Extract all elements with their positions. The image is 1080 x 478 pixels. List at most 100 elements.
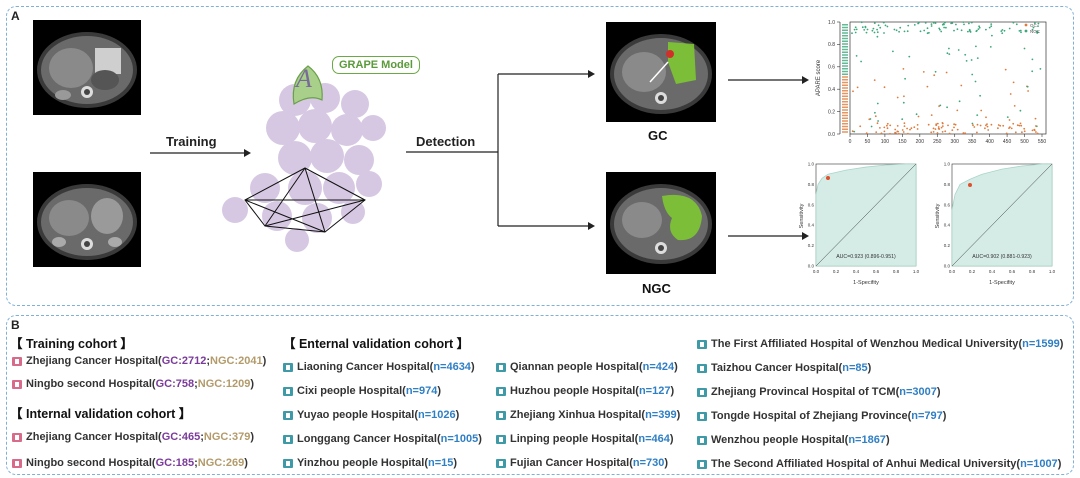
scatter-point-ngc	[1023, 47, 1026, 50]
scatter-point-ngc	[917, 22, 919, 25]
hospital-count: n=1599	[1022, 338, 1060, 350]
scatter-point-ngc	[1019, 109, 1022, 112]
roc-xtick: 0.2	[969, 269, 976, 274]
hospital-icon	[697, 435, 707, 445]
scatter-point-gc	[941, 131, 944, 133]
roc-ytick: 0.6	[944, 202, 951, 207]
scatter-xtick: 550	[1038, 139, 1047, 145]
hospital-count: )	[674, 361, 678, 373]
hospital-row: Fujian Cancer Hospital (n=730)	[496, 457, 668, 469]
hospital-count: (	[429, 361, 434, 373]
scatter-point-gc	[941, 122, 944, 125]
scatter-point-gc	[1009, 126, 1011, 129]
hospital-row: Yinzhou people Hospital (n=15)	[283, 457, 457, 469]
scatter-point-ngc	[975, 30, 978, 33]
scatter-point-ngc	[915, 113, 918, 116]
scatter-point-gc	[896, 125, 899, 127]
scatter-point-ngc	[1031, 28, 1034, 31]
scatter-point-gc	[897, 130, 899, 133]
hospital-count: n=4634	[433, 361, 471, 373]
scatter-point-ngc	[964, 53, 967, 56]
scatter-point-ngc	[957, 49, 960, 51]
scatter-point-ngc	[895, 29, 898, 32]
rug-mark	[842, 90, 848, 92]
scatter-point-gc	[986, 125, 989, 128]
hospital-count: n=1867	[848, 434, 886, 446]
scatter-point-ngc	[1001, 32, 1004, 35]
scatter-point-ngc	[854, 26, 857, 29]
hospital-row: The Second Affiliated Hospital of Anhui …	[697, 458, 1061, 470]
scatter-point-ngc	[945, 26, 947, 29]
roc-chart-left: 0.00.00.20.20.40.40.60.60.80.81.01.0 AUC…	[799, 162, 920, 287]
hospital-count: )	[942, 410, 947, 422]
panel-a	[6, 6, 1074, 306]
hospital-name: Taizhou Cancer Hospital	[711, 362, 839, 374]
scatter-point-gc	[947, 124, 949, 127]
scatter-point-gc	[852, 90, 854, 93]
scatter-point-ngc	[877, 24, 880, 27]
grape-model-label: GRAPE Model	[332, 56, 420, 74]
gc-label: GC	[648, 128, 668, 143]
scatter-point-ngc	[873, 22, 876, 24]
roc-xtick: 0.0	[949, 269, 956, 274]
scatter-point-gc	[889, 124, 892, 127]
scatter-point-gc	[886, 127, 889, 130]
hospital-count: (	[424, 457, 428, 469]
roc-xtick: 0.4	[853, 269, 860, 274]
scatter-point-ngc	[974, 80, 977, 83]
scatter-point-ngc	[873, 31, 876, 34]
rug-mark	[842, 81, 848, 84]
ct-image-training-top	[33, 20, 141, 115]
hospital-row: Ningbo second Hospital (GC:758; NGC:1209…	[12, 378, 254, 390]
hospital-count: GC:185	[155, 457, 195, 469]
hospital-count: )	[676, 409, 681, 421]
hospital-name: Zhejiang Cancer Hospital	[26, 431, 159, 443]
scatter-point-ngc	[898, 30, 900, 33]
scatter-point-gc	[997, 124, 1000, 126]
hospital-row: Longgang Cancer Hospital (n=1005)	[283, 433, 482, 445]
scatter-ytick: 0.4	[828, 87, 835, 93]
scatter-point-gc	[873, 79, 876, 81]
scatter-ytick: 0.6	[828, 65, 835, 71]
rug-mark	[842, 62, 848, 64]
scatter-rug-strip	[842, 24, 848, 133]
scatter-point-ngc	[855, 28, 858, 31]
scatter-point-ngc	[903, 30, 906, 33]
scatter-point-gc	[937, 126, 940, 128]
scatter-point-ngc	[940, 30, 943, 33]
scatter-point-gc	[894, 128, 897, 131]
scatter-point-gc	[907, 132, 909, 135]
scatter-point-ngc	[860, 60, 862, 63]
scatter-point-gc	[1010, 127, 1013, 130]
hospital-count: (	[158, 431, 162, 443]
rug-mark	[842, 29, 848, 31]
hospital-row: Wenzhou people Hospital (n=1867)	[697, 434, 890, 446]
scatter-point-gc	[886, 122, 889, 125]
training-cohort-title: 【 Training cohort 】	[10, 337, 133, 351]
rug-mark	[842, 40, 848, 42]
scatter-ytick: 0.0	[828, 132, 835, 138]
roc-ytick: 0.2	[808, 243, 815, 248]
ct-image-gc	[606, 22, 716, 122]
roc-ytick: 0.8	[944, 182, 951, 187]
scatter-point-gc	[901, 129, 904, 131]
hospital-count: )	[664, 457, 669, 469]
roc-ytick: 0.8	[808, 182, 815, 187]
scatter-point-gc	[948, 132, 951, 135]
hospital-row: Huzhou people Hospital (n=127)	[496, 385, 674, 397]
roc-left-cutoff-point	[826, 176, 830, 180]
roc-ytick: 0.4	[808, 223, 815, 228]
ngc-label: NGC	[642, 281, 671, 296]
scatter-point-gc	[1019, 122, 1022, 125]
scatter-point-ngc	[948, 47, 950, 50]
hospital-count: NGC:269	[197, 457, 245, 469]
hospital-icon	[12, 379, 22, 389]
scatter-point-ngc	[944, 21, 946, 24]
scatter-point-ngc	[860, 21, 863, 24]
hospital-count: n=974	[405, 385, 438, 397]
hospital-icon	[283, 386, 293, 396]
scatter-point-gc	[879, 127, 881, 129]
scatter-points	[851, 21, 1042, 135]
hospital-name: Zhejiang Cancer Hospital	[26, 355, 159, 367]
scatter-point-gc	[1002, 124, 1005, 127]
